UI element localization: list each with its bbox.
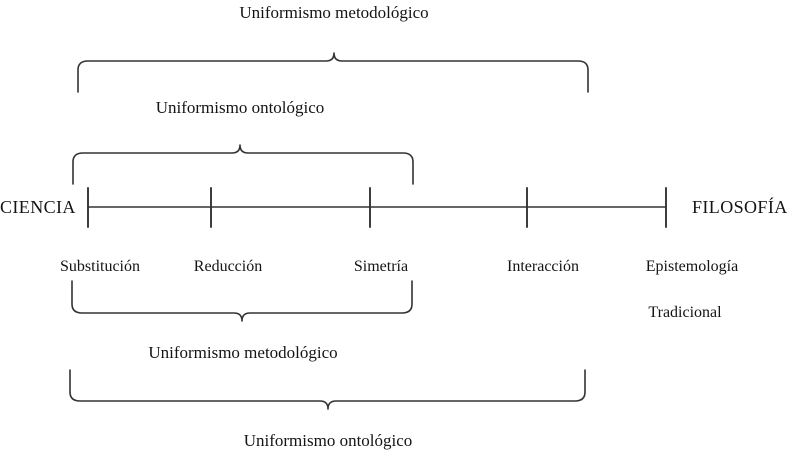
tick-label-reduccion: Reducción: [193, 258, 263, 275]
brace-bottom-outer: [69, 369, 586, 410]
axis-endpoint-label-philosophy: FILOSOFÍA: [692, 197, 788, 217]
brace-top-inner: [72, 144, 414, 185]
tick-label-epistemologia: Epistemología: [645, 258, 739, 275]
brace-bottom-inner: [71, 280, 413, 322]
tick-label-simetria: Simetría: [353, 258, 409, 275]
brace-label-top-inner: Uniformismo ontológico: [155, 98, 325, 117]
brace-label-bottom-outer: Uniformismo ontológico: [243, 431, 413, 450]
brace-top-outer: [77, 52, 589, 93]
tick-label-tradicional: Tradicional: [648, 304, 722, 321]
tick-label-interaccion: Interacción: [507, 258, 579, 275]
brace-label-top-outer: Uniformismo metodológico: [239, 3, 429, 22]
axis-endpoint-label-science: CIENCIA: [0, 197, 76, 217]
brace-label-bottom-inner: Uniformismo metodológico: [148, 343, 338, 362]
tick-label-substitucion: Substitución: [59, 258, 141, 275]
